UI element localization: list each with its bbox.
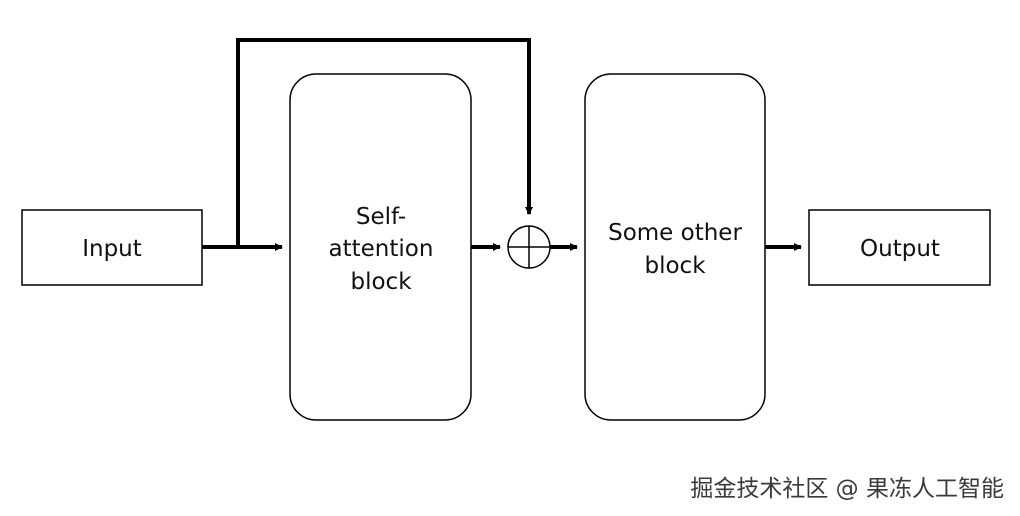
self-attention-block: Self- attention block [289, 73, 472, 421]
other-block-label-line-2: block [644, 253, 706, 279]
output-node: Output [808, 209, 991, 286]
watermark-text: 掘金技术社区 @ 果冻人工智能 [690, 476, 1004, 502]
sum-node: ⊕ [507, 225, 551, 269]
self-attention-label-line-2: attention [329, 236, 434, 262]
self-attention-label-line-1: Self- [356, 204, 406, 230]
other-block-label-line-1: Some other [608, 220, 742, 246]
input-label: Input [82, 236, 142, 262]
output-label: Output [860, 236, 940, 262]
input-node: Input [21, 209, 203, 286]
other-block: Some other block [584, 73, 766, 421]
self-attention-label-line-3: block [350, 269, 412, 295]
residual-connection [236, 38, 533, 247]
